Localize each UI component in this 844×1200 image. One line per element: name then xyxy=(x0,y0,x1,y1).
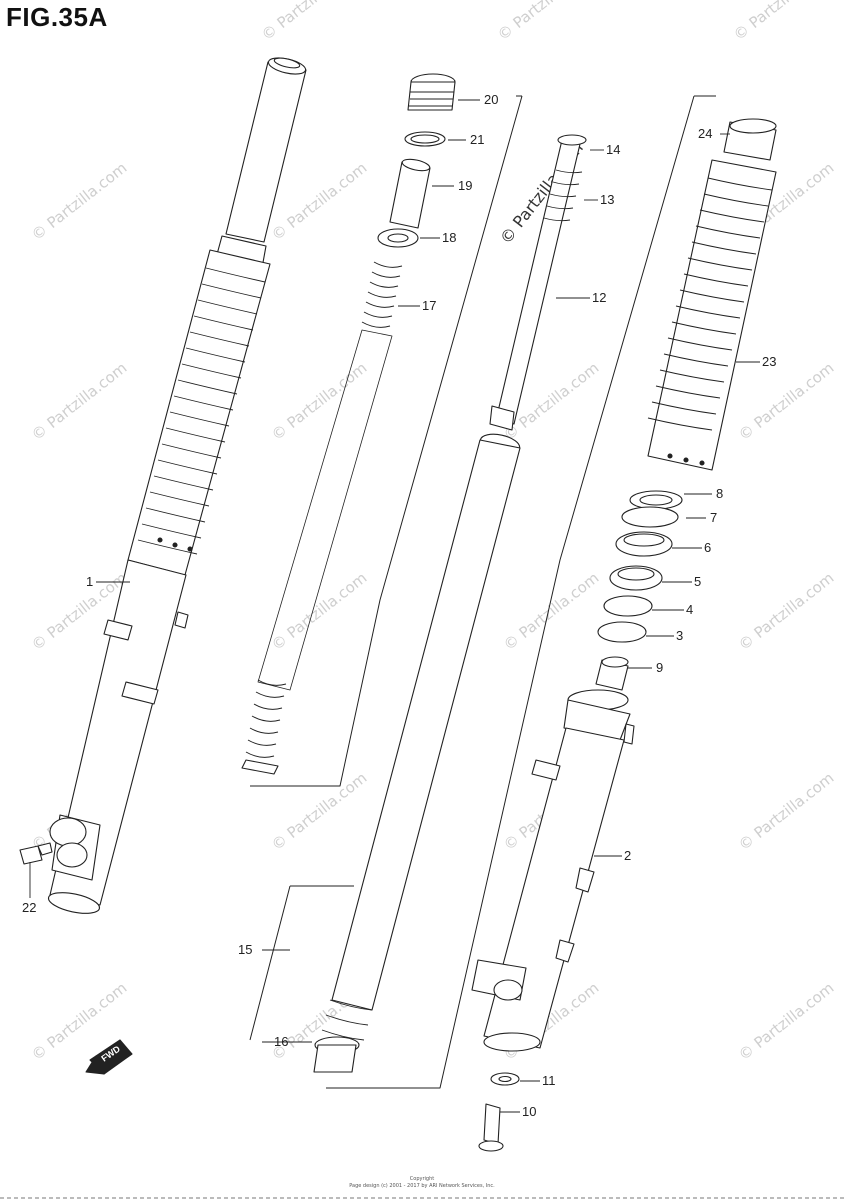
boot-23 xyxy=(647,118,777,471)
callout-13: 13 xyxy=(600,192,615,207)
damper-rod-12 xyxy=(489,134,587,431)
figure-title: FIG.35A xyxy=(6,2,108,32)
callout-21: 21 xyxy=(470,132,485,147)
callout-22: 22 xyxy=(22,900,37,915)
cylinder-15 xyxy=(313,433,521,1073)
fwd-arrow-icon xyxy=(85,1039,133,1075)
damper-parts xyxy=(241,73,456,775)
callout-24: 24 xyxy=(698,126,713,141)
callout-2: 2 xyxy=(624,848,632,863)
leader-lines xyxy=(29,99,760,1113)
callout-23: 23 xyxy=(762,354,777,369)
callout-11: 11 xyxy=(542,1073,556,1088)
outer-tube-right xyxy=(471,689,635,1052)
callout-1: 1 xyxy=(86,574,94,589)
callout-8: 8 xyxy=(716,486,724,501)
callout-17: 17 xyxy=(422,298,437,313)
callout-20: 20 xyxy=(484,92,499,107)
callout-5: 5 xyxy=(694,574,702,589)
callout-3: 3 xyxy=(676,628,684,643)
outer-tube-left xyxy=(47,57,307,914)
callout-6: 6 xyxy=(704,540,712,555)
assembly-bracket-left xyxy=(250,95,523,787)
footer-page-design: Page design (c) 2001 - 2017 by ARI Netwo… xyxy=(349,1183,495,1189)
callout-4: 4 xyxy=(686,602,694,617)
callout-19: 19 xyxy=(458,178,473,193)
callout-7: 7 xyxy=(710,510,718,525)
clamp-bolt-22 xyxy=(19,842,53,865)
assembly-bracket-center xyxy=(249,95,716,1089)
footer-copyright: Copyright xyxy=(409,1176,435,1182)
callout-16: 16 xyxy=(274,1034,289,1049)
callout-14: 14 xyxy=(606,142,621,157)
bolt-10 xyxy=(478,1103,504,1152)
callout-12: 12 xyxy=(592,290,607,305)
callout-9: 9 xyxy=(656,660,664,675)
washer-11 xyxy=(490,1072,520,1086)
callout-10: 10 xyxy=(522,1104,537,1119)
seal-stack xyxy=(595,490,683,691)
callout-18: 18 xyxy=(442,230,457,245)
callout-15: 15 xyxy=(238,942,253,957)
